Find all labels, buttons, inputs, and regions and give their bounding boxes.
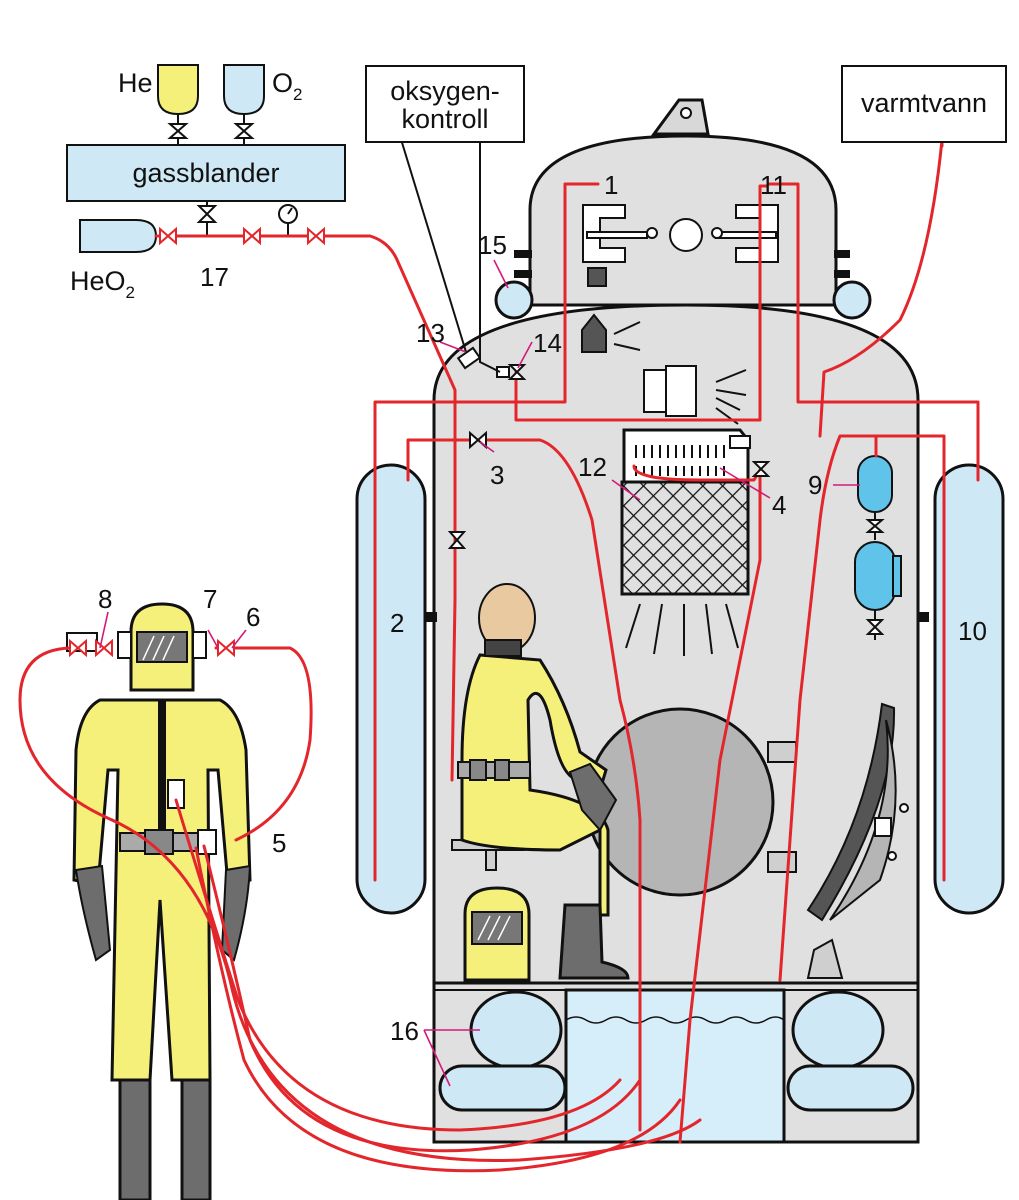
standing-diver: [66, 602, 252, 1200]
seated-diver: [457, 583, 630, 980]
leader-lines: [99, 259, 860, 1087]
hot-water-label: varmtvann: [861, 88, 987, 118]
inflow-arrows: [613, 321, 747, 425]
top-cylinder-left: [494, 280, 534, 320]
gas-mixer-box: [66, 144, 346, 202]
o2-valve-icon: [233, 123, 255, 139]
scrubber-small-2: [581, 313, 607, 353]
heo2-label: HeO2: [70, 266, 135, 302]
o2-label: O2: [272, 68, 302, 104]
label-6: 6: [246, 602, 260, 632]
bottom-cylinder-right-lower: [786, 1064, 915, 1112]
label-14: 14: [533, 328, 562, 358]
tank-2: [355, 463, 427, 915]
top-cylinder-right: [832, 280, 872, 320]
hot-water-box: [841, 65, 1007, 143]
label-11: 11: [760, 170, 787, 200]
label-4: 4: [772, 490, 786, 520]
lifting-eye: [651, 98, 710, 136]
cylinder-9-lower: [854, 541, 896, 611]
oxygen-control-line1: oksygen-: [390, 76, 500, 106]
regulator-left: [582, 204, 626, 263]
he-valve-icon: [167, 123, 189, 139]
oxygen-control-line2: kontroll: [401, 104, 488, 134]
bottom-cylinder-left-lower: [438, 1064, 567, 1112]
label-9: 9: [808, 470, 822, 500]
cylinder-9: [857, 455, 893, 513]
valve-4-icon: [751, 461, 771, 477]
bottom-cylinder-right-upper: [791, 990, 885, 1070]
heo2-bottle: [79, 219, 158, 253]
label-17: 17: [200, 262, 229, 292]
mixer-valve-icon: [196, 205, 218, 223]
o2-bottle: [223, 64, 265, 116]
oxygen-control-box: [365, 65, 525, 143]
label-3: 3: [490, 460, 504, 490]
spare-helmet: [463, 886, 531, 982]
label-7: 7: [203, 584, 217, 614]
label-1: 1: [604, 170, 618, 200]
outflow-arrows: [625, 603, 739, 656]
he-label: He: [118, 68, 153, 98]
he-bottle: [157, 64, 199, 116]
label-5: 5: [272, 828, 286, 858]
label-2: 2: [390, 608, 404, 638]
label-12: 12: [578, 452, 607, 482]
gas-mixer-label: gassblander: [132, 158, 279, 188]
label-10: 10: [958, 616, 987, 646]
hatch-hinge-top: [767, 741, 797, 763]
co2-scrubber-mesh: [620, 480, 750, 596]
tank-10: [933, 463, 1005, 915]
bottom-cylinder-left-upper: [469, 990, 563, 1070]
valve-chamber-icon: [447, 531, 467, 549]
oxygen-sensor-13: [456, 346, 482, 370]
pipe-network: [18, 138, 980, 1173]
label-13: 13: [416, 318, 445, 348]
label-15: 15: [478, 230, 507, 260]
scrubber-small-1: [587, 267, 607, 287]
hatch-hinge-bottom: [767, 851, 797, 873]
label-8: 8: [98, 584, 112, 614]
water-trunk: [564, 988, 786, 1144]
label-16: 16: [390, 1016, 419, 1046]
bottom-hatch: [806, 702, 909, 979]
